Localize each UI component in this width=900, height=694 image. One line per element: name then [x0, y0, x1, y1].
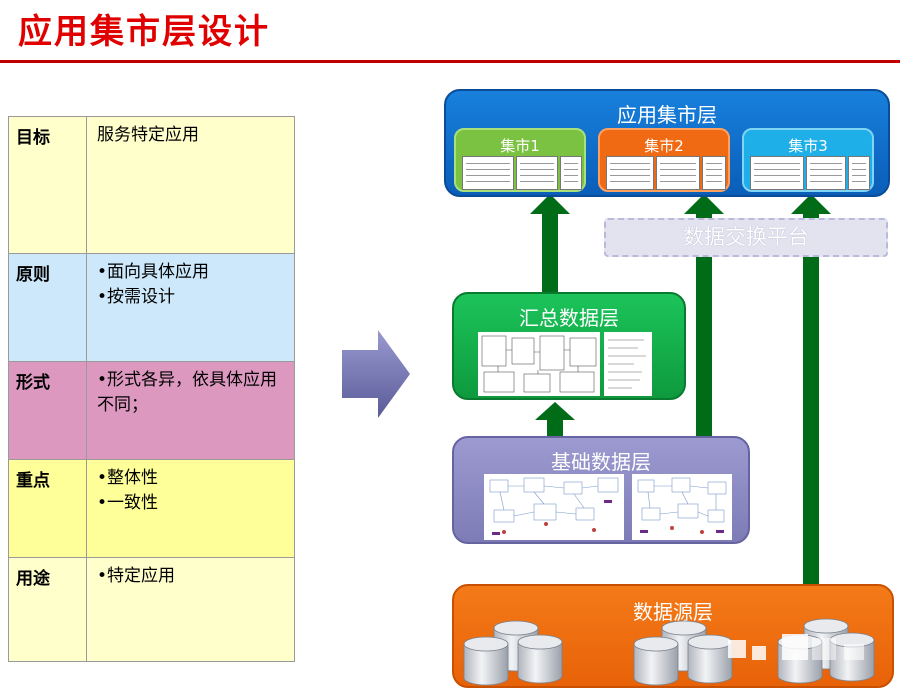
base-data-layer-title: 基础数据层: [551, 450, 651, 474]
mart-3: 集市3: [742, 128, 874, 192]
design-table: 目标 服务特定应用 原则 •面向具体应用 •按需设计 形式 •形式各异，依具体应…: [8, 116, 295, 662]
row-value-line: 服务特定应用: [97, 125, 199, 145]
report-thumbnail: [516, 156, 558, 190]
er-diagram-thumbnail: [632, 474, 732, 540]
table-row-goal: 目标 服务特定应用: [9, 117, 294, 253]
mart-2: 集市2: [598, 128, 730, 192]
data-source-layer-title: 数据源层: [633, 600, 713, 624]
report-thumbnail: [702, 156, 726, 190]
row-key: 原则: [9, 254, 87, 361]
app-mart-layer-title: 应用集市层: [617, 103, 717, 127]
data-exchange-platform: 数据交换平台: [604, 218, 888, 257]
schema-thumbnail: [604, 332, 652, 396]
report-thumbnail: [848, 156, 870, 190]
row-value-line: •一致性: [97, 493, 159, 513]
row-value-line: •面向具体应用: [97, 262, 210, 282]
row-key: 形式: [9, 362, 87, 459]
base-data-layer: 基础数据层: [452, 436, 750, 544]
report-thumbnail: [606, 156, 654, 190]
report-thumbnail: [806, 156, 846, 190]
mart-label: 集市3: [788, 137, 828, 155]
right-arrow-icon: [342, 330, 410, 418]
app-mart-layer: 应用集市层 集市1 集市2 集市3: [444, 89, 890, 197]
summary-data-layer-title: 汇总数据层: [519, 306, 619, 330]
mart-label: 集市2: [644, 137, 684, 155]
row-key: 目标: [9, 117, 87, 253]
row-value: •特定应用: [88, 558, 294, 661]
row-value-line: •形式各异，依具体应用不同；: [97, 370, 278, 415]
report-thumbnail: [560, 156, 582, 190]
table-row-focus: 重点 •整体性 •一致性: [9, 459, 294, 557]
row-value-line: •特定应用: [97, 566, 176, 586]
row-value: 服务特定应用: [88, 117, 294, 253]
row-value: •形式各异，依具体应用不同；: [88, 362, 294, 459]
row-key: 重点: [9, 460, 87, 557]
er-diagram-thumbnail: [484, 474, 624, 540]
table-row-form: 形式 •形式各异，依具体应用不同；: [9, 361, 294, 459]
report-thumbnail: [462, 156, 514, 190]
summary-data-layer: 汇总数据层: [452, 292, 686, 400]
row-value: •面向具体应用 •按需设计: [88, 254, 294, 361]
table-row-usage: 用途 •特定应用: [9, 557, 294, 661]
mart-label: 集市1: [500, 137, 540, 155]
page-title: 应用集市层设计: [18, 12, 270, 52]
row-value: •整体性 •一致性: [88, 460, 294, 557]
table-row-principle: 原则 •面向具体应用 •按需设计: [9, 253, 294, 361]
report-thumbnail: [750, 156, 804, 190]
title-underline: [0, 60, 900, 63]
report-thumbnail: [656, 156, 700, 190]
mart-1: 集市1: [454, 128, 586, 192]
row-key: 用途: [9, 558, 87, 661]
row-value-line: •按需设计: [97, 287, 176, 307]
database-icons: [463, 618, 875, 686]
row-value-line: •整体性: [97, 468, 159, 488]
schema-thumbnail: [478, 332, 600, 396]
